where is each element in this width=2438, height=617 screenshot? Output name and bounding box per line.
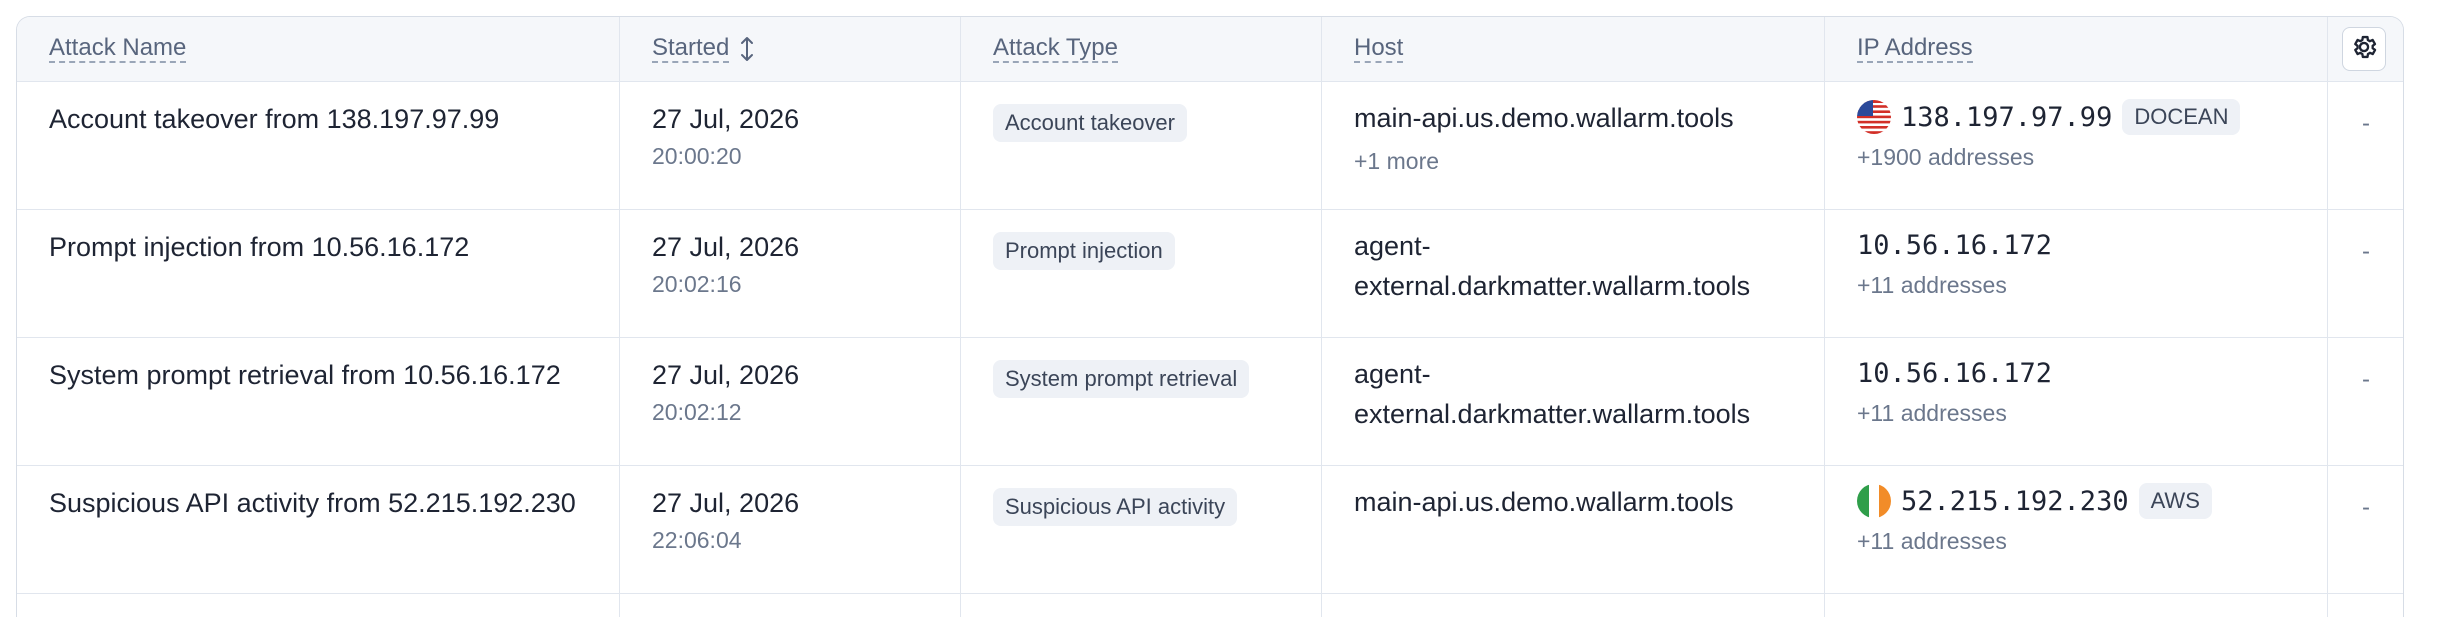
attack-type-cell: System prompt retrieval (961, 338, 1322, 465)
table-settings-button[interactable] (2342, 27, 2386, 71)
attack-type-cell: Suspicious API activity (961, 466, 1322, 593)
attacks-table: Attack Name Started Attack Type Host IP … (16, 16, 2404, 617)
host-cell: main-api.us.demo.wallarm.tools +1 more (1322, 82, 1825, 209)
ip-address[interactable]: 52.215.192.230 (1901, 485, 2129, 517)
addresses-more-link[interactable]: +11 addresses (1857, 400, 2007, 426)
extra-cell: - (2328, 210, 2403, 337)
provider-badge: DOCEAN (2122, 99, 2241, 135)
attack-name-cell: Suspicious API activity from 52.215.192.… (17, 466, 620, 593)
empty-value: - (2362, 110, 2370, 137)
started-cell: 27 Jul, 2026 22:06:04 (620, 466, 961, 593)
provider-badge: AWS (2138, 483, 2212, 519)
attack-type-cell: Prompt injection (961, 210, 1322, 337)
ip-address[interactable]: 138.197.97.99 (1901, 101, 2113, 133)
sort-icon[interactable] (739, 36, 755, 62)
extra-cell: - (2328, 82, 2403, 209)
addresses-more-link[interactable]: +11 addresses (1857, 528, 2007, 554)
column-label: Started (652, 34, 730, 63)
column-header-host[interactable]: Host (1322, 17, 1825, 81)
empty-value: - (2362, 494, 2370, 521)
started-time: 22:06:04 (652, 527, 742, 553)
column-header-started[interactable]: Started (620, 17, 961, 81)
attack-name-cell: Account takeover from 138.197.97.99 (17, 82, 620, 209)
host-name: agent-external.darkmatter.wallarm.tools (1354, 359, 1751, 429)
ip-address[interactable]: 10.56.16.172 (1857, 357, 2053, 389)
table-header: Attack Name Started Attack Type Host IP … (17, 17, 2403, 82)
started-cell: 27 Jul, 2026 20:02:12 (620, 338, 961, 465)
host-name: main-api.us.demo.wallarm.tools (1354, 103, 1734, 133)
started-time: 20:00:20 (652, 143, 742, 169)
column-header-ip-address[interactable]: IP Address (1825, 17, 2328, 81)
attack-name-cell: System prompt retrieval from 10.56.16.17… (17, 338, 620, 465)
attack-type-badge: Suspicious API activity (993, 488, 1238, 526)
addresses-more-link[interactable]: +11 addresses (1857, 272, 2007, 298)
started-date: 27 Jul, 2026 (652, 104, 800, 134)
table-row-partial (17, 594, 2403, 617)
table-row[interactable]: Suspicious API activity from 52.215.192.… (17, 466, 2403, 594)
host-name: main-api.us.demo.wallarm.tools (1354, 487, 1734, 517)
ip-cell: 138.197.97.99 DOCEAN +1900 addresses (1825, 82, 2328, 209)
attack-name[interactable]: Prompt injection from 10.56.16.172 (49, 232, 470, 262)
column-label: Attack Type (993, 34, 1118, 63)
gear-icon (2350, 33, 2378, 66)
column-label: Host (1354, 34, 1404, 63)
attack-name[interactable]: Suspicious API activity from 52.215.192.… (49, 488, 576, 518)
started-cell: 27 Jul, 2026 20:02:16 (620, 210, 961, 337)
table-row[interactable]: Prompt injection from 10.56.16.172 27 Ju… (17, 210, 2403, 338)
started-date: 27 Jul, 2026 (652, 360, 800, 390)
column-label: Attack Name (49, 34, 187, 63)
started-cell: 27 Jul, 2026 20:00:20 (620, 82, 961, 209)
attack-name-cell: Prompt injection from 10.56.16.172 (17, 210, 620, 337)
ie-flag-icon (1857, 484, 1891, 518)
started-time: 20:02:16 (652, 271, 742, 297)
ip-address[interactable]: 10.56.16.172 (1857, 229, 2053, 261)
host-cell: main-api.us.demo.wallarm.tools (1322, 466, 1825, 593)
table-row[interactable]: Account takeover from 138.197.97.99 27 J… (17, 82, 2403, 210)
ip-cell: 52.215.192.230 AWS +11 addresses (1825, 466, 2328, 593)
column-settings (2328, 17, 2403, 81)
started-date: 27 Jul, 2026 (652, 488, 800, 518)
attack-type-badge: Account takeover (993, 104, 1187, 142)
started-time: 20:02:12 (652, 399, 742, 425)
column-label: IP Address (1857, 34, 1973, 63)
ip-cell: 10.56.16.172 +11 addresses (1825, 210, 2328, 337)
table-row[interactable]: System prompt retrieval from 10.56.16.17… (17, 338, 2403, 466)
attack-type-badge: System prompt retrieval (993, 360, 1250, 398)
column-header-attack-name[interactable]: Attack Name (17, 17, 620, 81)
empty-value: - (2362, 366, 2370, 393)
host-cell: agent-external.darkmatter.wallarm.tools (1322, 338, 1825, 465)
addresses-more-link[interactable]: +1900 addresses (1857, 144, 2035, 170)
ip-cell: 10.56.16.172 +11 addresses (1825, 338, 2328, 465)
attack-name[interactable]: Account takeover from 138.197.97.99 (49, 104, 500, 134)
attack-type-badge: Prompt injection (993, 232, 1175, 270)
us-flag-icon (1857, 100, 1891, 134)
attack-type-cell: Account takeover (961, 82, 1322, 209)
extra-cell: - (2328, 338, 2403, 465)
attack-name[interactable]: System prompt retrieval from 10.56.16.17… (49, 360, 561, 390)
started-date: 27 Jul, 2026 (652, 232, 800, 262)
column-header-attack-type[interactable]: Attack Type (961, 17, 1322, 81)
host-more-link[interactable]: +1 more (1354, 148, 1440, 174)
host-name: agent-external.darkmatter.wallarm.tools (1354, 231, 1751, 301)
extra-cell: - (2328, 466, 2403, 593)
host-cell: agent-external.darkmatter.wallarm.tools (1322, 210, 1825, 337)
empty-value: - (2362, 238, 2370, 265)
